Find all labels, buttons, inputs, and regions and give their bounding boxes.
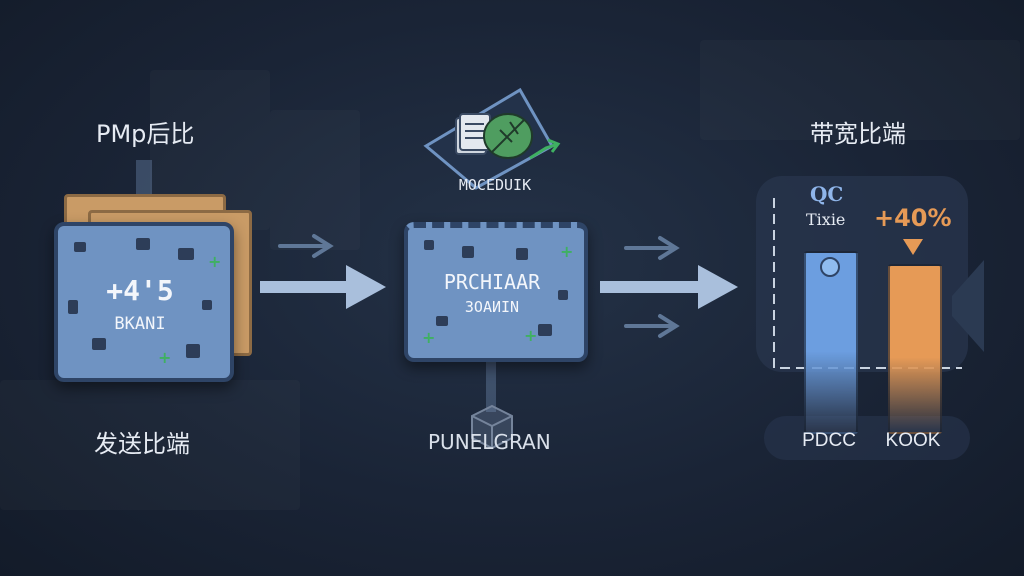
processor-logo-caption: MOCEDUIK [458, 176, 532, 194]
speck-icon [202, 300, 212, 310]
arrow-small-top-left [278, 234, 334, 258]
result-top-label: 带宽比端 [810, 120, 906, 148]
speck-icon [538, 324, 552, 336]
speck-icon [516, 248, 528, 260]
bar-label: KOOK [885, 430, 941, 451]
processor-connector-line [486, 356, 496, 412]
down-triangle-icon [903, 239, 923, 255]
processor-bottom-label: PUNELGRAN [428, 430, 551, 454]
speck-icon [424, 240, 434, 250]
speck-icon [462, 246, 474, 258]
qc-sublabel: Tixie [806, 210, 846, 229]
arrow-main-left [260, 265, 386, 309]
speck-icon [74, 242, 86, 252]
cube-icon [471, 404, 513, 450]
source-card-caption: BKANI [114, 314, 166, 334]
speck-icon [558, 290, 568, 300]
bar-kook [888, 264, 942, 434]
speck-icon [178, 248, 194, 260]
arrow-small-top-right [624, 236, 680, 260]
source-connector-line [136, 160, 152, 196]
plus-icon: + [158, 348, 172, 367]
arrow-main-right [600, 265, 738, 309]
bar-marker-icon [820, 257, 840, 277]
leaf-icon [483, 113, 561, 160]
background-building-mid [270, 110, 360, 250]
source-top-label: PMp后比 [96, 120, 195, 148]
plus-icon: + [524, 326, 538, 345]
plus-icon: + [422, 328, 436, 347]
processor-card: + + + PRCHIAAR 3OAИIN [404, 222, 588, 362]
speck-icon [68, 300, 78, 314]
delta-label: +40% [874, 204, 952, 232]
plus-icon: + [208, 252, 222, 271]
processor-card-title: PRCHIAAR [443, 270, 541, 294]
bar-label: PDCC [802, 430, 856, 451]
speaker-cone-icon [952, 260, 984, 352]
arrow-small-bottom-right [624, 314, 680, 338]
plus-icon: + [560, 242, 574, 261]
processor-card-subtitle: 3OAИIN [464, 298, 520, 316]
source-card: + + +4'5 BKANI [54, 222, 234, 382]
bar-pdcc [804, 251, 858, 434]
speck-icon [436, 316, 448, 326]
source-bottom-label: 发送比端 [94, 430, 190, 458]
source-card-value: +4'5 [106, 274, 174, 307]
speck-icon [92, 338, 106, 350]
speck-icon [136, 238, 150, 250]
speck-icon [186, 344, 200, 358]
qc-label: QC [810, 182, 844, 206]
